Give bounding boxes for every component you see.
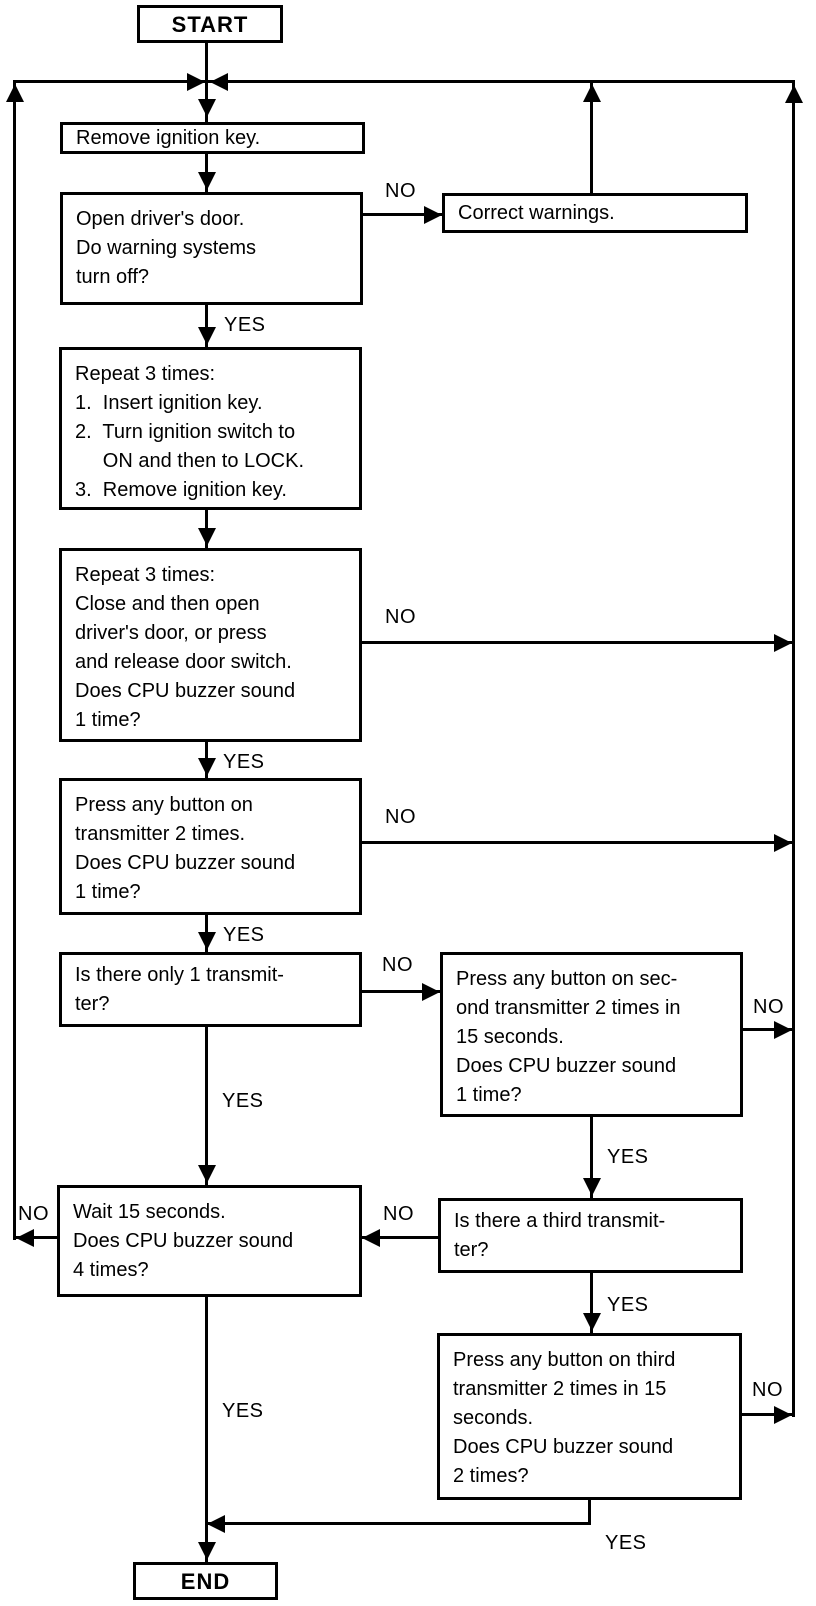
- edge-label-yes-one-transmitter: YES: [222, 1090, 264, 1112]
- edge-label-yes-second-transmitter: YES: [607, 1146, 649, 1168]
- edge-line-top-horizontal: [13, 80, 794, 83]
- arrowhead-pressthird-no-right: [774, 1406, 792, 1424]
- edge-line-pressthird-no: [742, 1413, 792, 1416]
- node-press-transmitter: Press any button on transmitter 2 times.…: [59, 778, 362, 915]
- arrowhead-correct-warnings-up: [583, 84, 601, 102]
- edge-label-no-open-door: NO: [385, 180, 416, 202]
- edge-line-left-vertical: [13, 80, 16, 1240]
- arrowhead-right-line-up: [785, 85, 803, 103]
- arrowhead-into-correct-warnings: [424, 206, 442, 224]
- arrowhead-into-one-transmitter: [198, 932, 216, 950]
- arrowhead-junction-down: [198, 99, 216, 117]
- edge-label-yes-press-transmitter: YES: [223, 924, 265, 946]
- edge-line-right-vertical: [792, 80, 795, 1417]
- arrowhead-into-open-door: [198, 172, 216, 190]
- node-second-transmitter: Press any button on sec- ond transmitter…: [440, 952, 743, 1117]
- node-press-third-transmitter: Press any button on third transmitter 2 …: [437, 1333, 742, 1500]
- arrowhead-repeatdoor-no-right: [774, 634, 792, 652]
- edge-line-start-down: [205, 43, 208, 122]
- arrowhead-secondtx-no-right: [774, 1021, 792, 1039]
- arrowhead-into-wait15: [198, 1165, 216, 1183]
- arrowhead-junction-from-left: [187, 73, 205, 91]
- node-correct-warnings: Correct warnings.: [442, 193, 748, 233]
- arrowhead-presstx-no-right: [774, 834, 792, 852]
- edge-line-wait15-no: [13, 1236, 57, 1239]
- edge-label-yes-third-transmitter: YES: [607, 1294, 649, 1316]
- edge-label-yes-open-door: YES: [224, 314, 266, 336]
- edge-line-onetx-yes: [205, 1027, 208, 1185]
- edge-label-no-wait15: NO: [18, 1203, 49, 1225]
- edge-line-repeatdoor-no: [362, 641, 792, 644]
- arrowhead-wait15-no-left: [16, 1229, 34, 1247]
- arrowhead-into-repeat-ignition: [198, 327, 216, 345]
- edge-label-yes-wait15: YES: [222, 1400, 264, 1422]
- edge-line-onetx-no: [362, 990, 440, 993]
- edge-label-no-press-third: NO: [752, 1379, 783, 1401]
- arrowhead-into-press-third: [583, 1313, 601, 1331]
- edge-line-pressthird-yes-down: [588, 1500, 591, 1525]
- edge-line-thirdtx-yes: [590, 1273, 593, 1333]
- arrowhead-into-end: [198, 1542, 216, 1560]
- arrowhead-thirdtx-no-left: [362, 1229, 380, 1247]
- arrowhead-into-repeat-door: [198, 528, 216, 546]
- node-repeat-ignition-cycle: Repeat 3 times: 1. Insert ignition key. …: [59, 347, 362, 510]
- edge-label-no-repeat-door: NO: [385, 606, 416, 628]
- arrowhead-pressthird-yes-left: [207, 1515, 225, 1533]
- edge-line-presstx-no: [362, 841, 792, 844]
- edge-line-thirdtx-no: [362, 1236, 438, 1239]
- edge-line-opendoor-no: [363, 213, 442, 216]
- node-one-transmitter-check: Is there only 1 transmit- ter?: [59, 952, 362, 1027]
- edge-line-secondtx-yes: [590, 1117, 593, 1198]
- node-third-transmitter-check: Is there a third transmit- ter?: [438, 1198, 743, 1273]
- arrowhead-junction-from-right: [210, 73, 228, 91]
- node-wait-15-seconds: Wait 15 seconds. Does CPU buzzer sound 4…: [57, 1185, 362, 1297]
- node-repeat-door-cycle: Repeat 3 times: Close and then open driv…: [59, 548, 362, 742]
- node-start: START: [137, 5, 283, 43]
- arrowhead-into-second-transmitter: [422, 983, 440, 1001]
- edge-label-yes-repeat-door: YES: [223, 751, 265, 773]
- arrowhead-left-line-up: [6, 84, 24, 102]
- edge-line-opendoor-yes: [205, 305, 208, 347]
- node-remove-ignition-key: Remove ignition key.: [60, 122, 365, 154]
- edge-line-secondtx-no: [743, 1028, 792, 1031]
- edge-line-correct-warnings-up: [590, 81, 593, 193]
- node-end: END: [133, 1562, 278, 1600]
- edge-label-no-one-transmitter: NO: [382, 954, 413, 976]
- node-open-drivers-door: Open driver's door. Do warning systems t…: [60, 192, 363, 305]
- edge-label-no-second-transmitter: NO: [753, 996, 784, 1018]
- edge-label-no-third-transmitter: NO: [383, 1203, 414, 1225]
- edge-label-yes-press-third: YES: [605, 1532, 647, 1554]
- edge-line-wait15-yes: [205, 1297, 208, 1562]
- edge-line-pressthird-yes-left: [205, 1522, 591, 1525]
- arrowhead-into-third-transmitter: [583, 1178, 601, 1196]
- edge-label-no-press-transmitter: NO: [385, 806, 416, 828]
- arrowhead-into-press-transmitter: [198, 758, 216, 776]
